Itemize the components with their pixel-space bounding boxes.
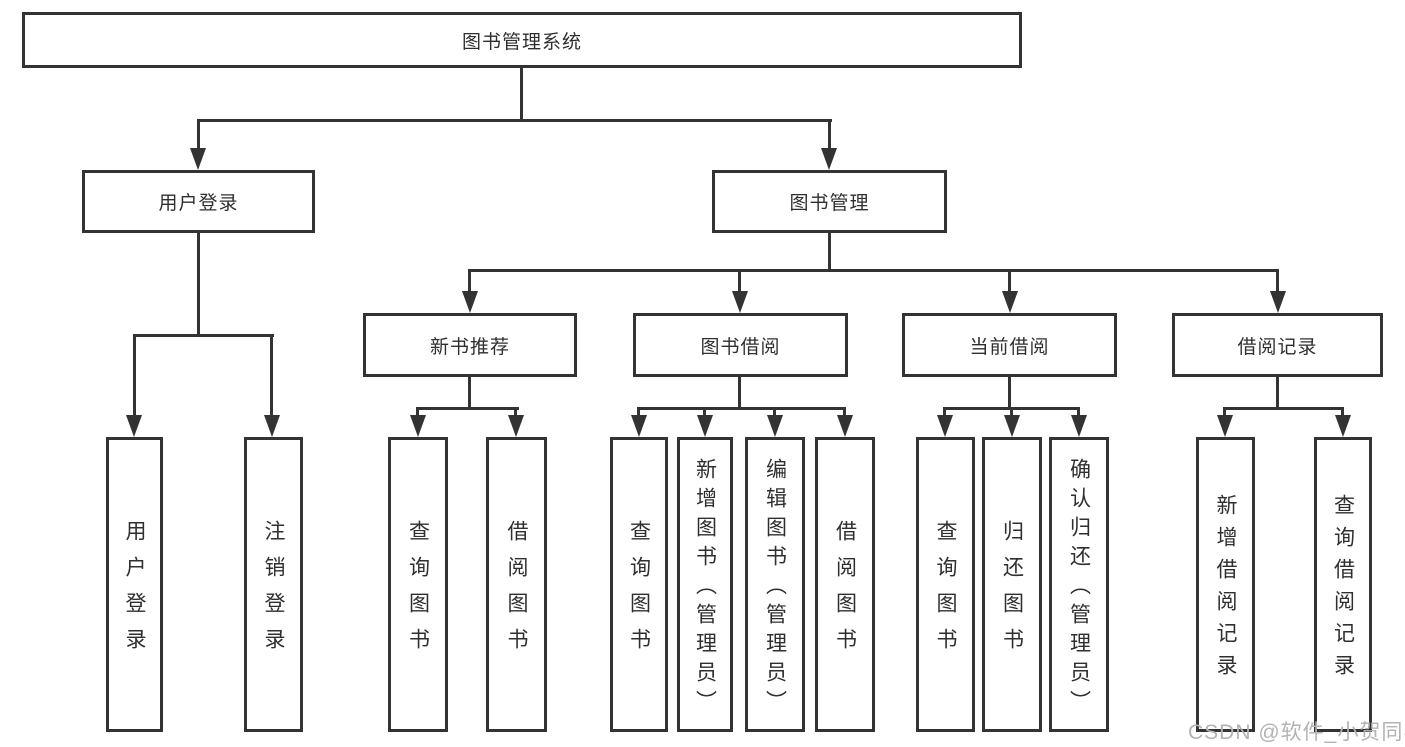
connector-book-management-stub	[828, 233, 831, 272]
node-book-management: 图书管理	[712, 170, 947, 233]
connector-drop-borrow-records	[1276, 269, 1279, 297]
connector-drop	[1010, 407, 1013, 421]
connector-current-borrow-stub	[1008, 377, 1011, 409]
csdn-watermark: CSDN @软件_小贺同学	[1188, 721, 1405, 744]
leaf-query-book-label: 查询图书	[934, 520, 957, 664]
node-root: 图书管理系统	[22, 12, 1022, 68]
arrow-down-icon	[126, 415, 142, 437]
connector-drop	[703, 407, 706, 421]
leaf-return-book-label: 归还图书	[1000, 520, 1024, 664]
arrow-down-icon	[1270, 291, 1286, 313]
leaf-query-book-borrow: 查询图书	[610, 437, 668, 732]
node-new-book-recommend-label: 新书推荐	[429, 336, 510, 358]
leaf-query-book-recommend: 查询图书	[388, 437, 448, 732]
leaf-edit-book-admin: 编辑图书（管理员）	[745, 437, 805, 732]
leaf-borrow-book-label: 借阅图书	[833, 520, 857, 664]
connector-drop	[1077, 407, 1080, 421]
connector-borrow-records-branch	[1223, 407, 1344, 410]
leaf-logout-label: 注销登录	[262, 520, 285, 664]
node-root-label: 图书管理系统	[461, 31, 582, 53]
node-book-borrow: 图书借阅	[633, 313, 848, 377]
node-book-borrow-label: 图书借阅	[700, 336, 781, 358]
leaf-confirm-return-admin: 确认归还（管理员）	[1049, 437, 1109, 732]
connector-drop-book-management	[828, 119, 831, 154]
connector-user-login-stub	[197, 233, 200, 336]
arrow-down-icon	[508, 415, 524, 437]
leaf-add-borrow-record: 新增借阅记录	[1196, 437, 1255, 732]
leaf-borrow-book-recommend: 借阅图书	[486, 437, 547, 732]
arrow-down-icon	[410, 415, 426, 437]
connector-drop-new-book-recommend	[468, 269, 471, 297]
connector-drop	[1341, 407, 1344, 421]
arrow-down-icon	[1071, 415, 1087, 437]
leaf-add-book-admin-label: 新增图书（管理员）	[693, 458, 717, 719]
arrow-down-icon	[732, 291, 748, 313]
leaf-query-book-label: 查询图书	[406, 520, 430, 664]
connector-drop-current-borrow	[1008, 269, 1011, 297]
node-borrow-records: 借阅记录	[1172, 313, 1383, 377]
connector-drop	[1223, 407, 1226, 421]
connector-drop-leaf-user-login	[133, 334, 136, 419]
leaf-query-borrow-record: 查询借阅记录	[1314, 437, 1372, 732]
arrow-down-icon	[1335, 415, 1351, 437]
node-user-login-label: 用户登录	[158, 193, 239, 214]
leaf-query-borrow-record-label: 查询借阅记录	[1331, 494, 1355, 686]
leaf-logout: 注销登录	[244, 437, 303, 732]
arrow-down-icon	[1002, 291, 1018, 313]
arrow-down-icon	[937, 415, 953, 437]
leaf-return-book: 归还图书	[982, 437, 1042, 732]
connector-drop	[773, 407, 776, 421]
arrow-down-icon	[190, 148, 206, 170]
leaf-edit-book-admin-label: 编辑图书（管理员）	[763, 458, 787, 719]
node-user-login: 用户登录	[82, 170, 315, 233]
node-new-book-recommend: 新书推荐	[363, 313, 577, 377]
arrow-down-icon	[462, 291, 478, 313]
connector-user-login-branch	[133, 334, 274, 337]
leaf-borrow-book: 借阅图书	[815, 437, 875, 732]
arrow-down-icon	[821, 148, 837, 170]
arrow-down-icon	[631, 415, 647, 437]
leaf-user-login: 用户登录	[106, 437, 163, 732]
leaf-query-book-label: 查询图书	[627, 520, 651, 664]
connector-drop	[514, 407, 517, 421]
arrow-down-icon	[1217, 415, 1233, 437]
arrow-down-icon	[697, 415, 713, 437]
connector-root-branch	[197, 119, 832, 122]
node-current-borrow-label: 当前借阅	[969, 336, 1050, 358]
node-book-management-label: 图书管理	[789, 193, 870, 214]
node-borrow-records-label: 借阅记录	[1237, 336, 1318, 358]
connector-drop	[637, 407, 640, 421]
leaf-borrow-book-label: 借阅图书	[505, 520, 528, 664]
connector-book-management-branch	[468, 269, 1279, 272]
connector-book-borrow-branch	[637, 407, 846, 410]
arrow-down-icon	[264, 415, 280, 437]
leaf-confirm-return-admin-label: 确认归还（管理员）	[1067, 458, 1091, 719]
arrow-down-icon	[1004, 415, 1020, 437]
leaf-add-book-admin: 新增图书（管理员）	[677, 437, 733, 732]
arrow-down-icon	[837, 415, 853, 437]
leaf-query-book-current: 查询图书	[916, 437, 975, 732]
connector-drop-leaf-logout	[270, 334, 273, 419]
connector-new-book-recommend-branch	[416, 407, 519, 410]
connector-new-book-recommend-stub	[468, 377, 471, 409]
node-current-borrow: 当前借阅	[902, 313, 1117, 377]
connector-drop	[943, 407, 946, 421]
connector-drop-user-login	[197, 119, 200, 154]
connector-drop	[416, 407, 419, 421]
leaf-add-borrow-record-label: 新增借阅记录	[1214, 494, 1237, 686]
connector-drop-book-borrow	[738, 269, 741, 297]
arrow-down-icon	[767, 415, 783, 437]
connector-book-borrow-stub	[738, 377, 741, 409]
connector-drop	[843, 407, 846, 421]
leaf-user-login-label: 用户登录	[123, 520, 146, 664]
connector-root-stub	[520, 68, 523, 122]
connector-borrow-records-stub	[1276, 377, 1279, 409]
